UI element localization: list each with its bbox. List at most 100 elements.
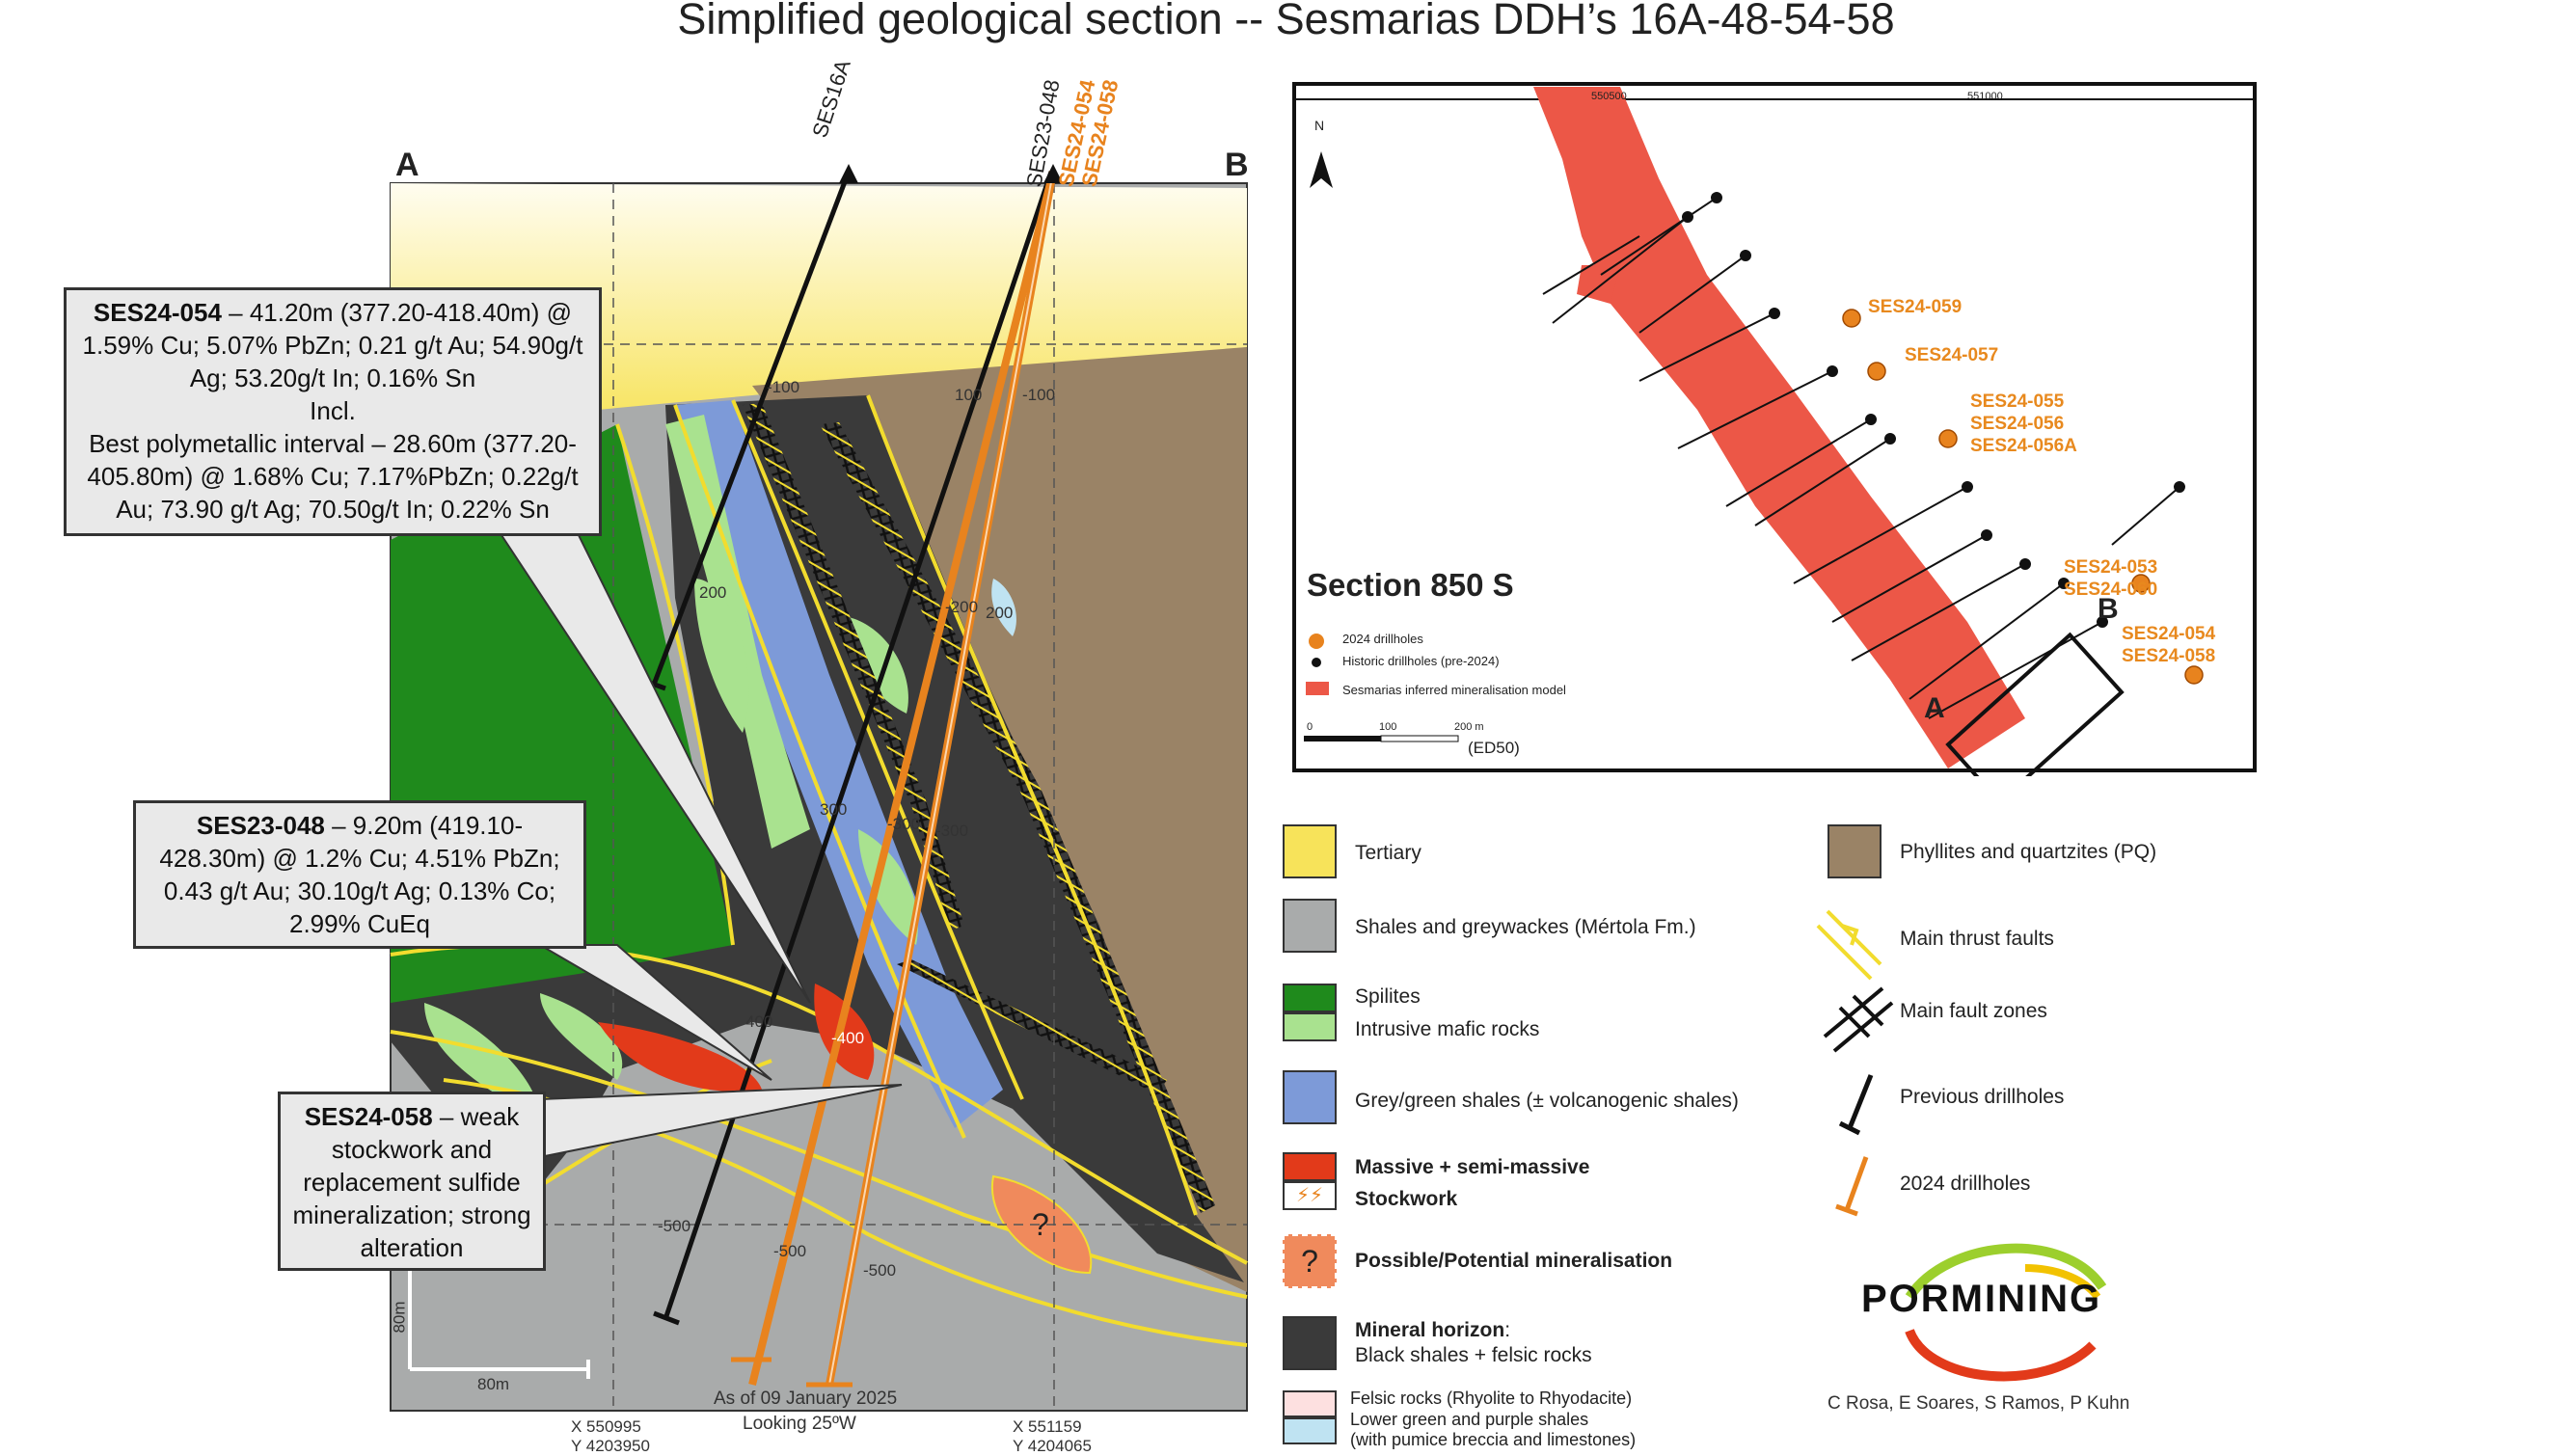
logo-arc-top-2: [2024, 1264, 2101, 1300]
legend-label-phyllites: Phyllites and quartzites (PQ): [1900, 841, 2157, 863]
logo-text: PORMINING: [1861, 1278, 2102, 1320]
legend-swatch-possible: ?: [1283, 1234, 1337, 1288]
legend-label-possible: Possible/Potential mineralisation: [1355, 1250, 1673, 1272]
depth-label: -200: [945, 598, 979, 616]
legend-label-thrust: Main thrust faults: [1900, 928, 2054, 950]
callout-hole-id: SES23-048: [196, 811, 325, 840]
map-label-ses24-056a: SES24-056A: [1970, 436, 2077, 456]
legend-label-stockwork: Stockwork: [1355, 1188, 1458, 1210]
coord-right-y: Y 4204065: [1013, 1437, 1092, 1455]
depth-label: -500: [773, 1242, 807, 1260]
thrust-fault-icon: [1816, 909, 1882, 981]
callout-ses23-048: SES23-048 – 9.20m (419.10- 428.30m) @ 1.…: [133, 800, 586, 949]
map-north-label: N: [1314, 118, 1325, 133]
pormining-logo: [1905, 1243, 2107, 1382]
map-label-ses24-053: SES24-053: [2064, 557, 2158, 578]
legend-label-shales: Shales and greywackes (Mértola Fm.): [1355, 916, 1696, 938]
legend-swatch-grey-green: [1283, 1070, 1337, 1124]
map-legend-2024: 2024 drillholes: [1342, 632, 1423, 646]
legend-label-previous: Previous drillholes: [1900, 1086, 2065, 1108]
looking-label: Looking 25ºW: [743, 1414, 856, 1434]
map-scale-0: 0: [1307, 721, 1313, 733]
depth-label: -500: [863, 1261, 897, 1280]
map-grid-x1: 550500: [1591, 91, 1627, 102]
map-legend-historic: Historic drillholes (pre-2024): [1342, 654, 1500, 668]
map-label-ses24-059: SES24-059: [1868, 297, 1963, 317]
callout-ses24-054: SES24-054 – 41.20m (377.20-418.40m) @ 1.…: [64, 287, 602, 536]
legend-label-black-shales: Black shales + felsic rocks: [1355, 1344, 1592, 1366]
drillhole-ses23-048: [663, 171, 1054, 1320]
legend-label-felsic: Felsic rocks (Rhyolite to Rhyodacite): [1350, 1389, 1633, 1408]
depth-label: 200: [986, 604, 1014, 622]
callout-ses24-058: SES24-058 – weak stockwork and replaceme…: [278, 1092, 546, 1271]
map-grid-x2: 551000: [1967, 91, 2003, 102]
north-arrow-icon: [1310, 151, 1333, 188]
massive-sulfide-lens-2: [814, 984, 875, 1080]
map-label-ses24-057: SES24-057: [1905, 345, 1999, 365]
legend-label-tertiary: Tertiary: [1355, 842, 1421, 864]
map-scale-100: 100: [1379, 721, 1397, 733]
depth-label: -300: [887, 815, 921, 833]
legend-label-spilites: Spilites: [1355, 985, 1421, 1008]
drillhole-ses24-054: [748, 171, 1057, 1386]
section-box: [1945, 632, 2125, 776]
depth-label: 300: [820, 800, 848, 819]
grey-green-shales-unit: [675, 400, 1003, 1128]
map-end-a: A: [1924, 692, 1945, 724]
map-label-ses24-056: SES24-056: [1970, 414, 2065, 434]
section-end-a: A: [395, 147, 420, 183]
legend-swatch-intrusive: [1283, 1012, 1337, 1041]
depth-label: 200: [699, 583, 727, 602]
legend-2024-dot: [1309, 634, 1324, 649]
legend-swatch-stockwork: ⚡⚡: [1283, 1181, 1337, 1210]
legend-historic-dot: [1312, 658, 1321, 667]
depth-label: -100: [1022, 386, 1056, 404]
legend-symbols: [1816, 909, 1894, 1217]
map-legend-model: Sesmarias inferred mineralisation model: [1342, 683, 1566, 697]
legend-label-fault-zones: Main fault zones: [1900, 1000, 2047, 1022]
map-end-b: B: [2098, 593, 2119, 625]
section-end-b: B: [1225, 147, 1249, 183]
map-label-ses24-055: SES24-055: [1970, 391, 2065, 412]
logo-arc-bottom: [1905, 1328, 2097, 1382]
depth-label: -300: [935, 822, 969, 840]
drillhole-ses16a: [651, 171, 852, 686]
legend-swatch-tertiary: [1283, 824, 1337, 878]
grid-lines: [391, 183, 1247, 1411]
fault-zone-1: [743, 403, 964, 930]
geological-cross-section: [390, 164, 1248, 1412]
date-label: As of 09 January 2025: [714, 1389, 898, 1409]
historic-drillholes: [1542, 192, 2185, 719]
lower-shales-unit: [991, 579, 1016, 636]
legend-label-lower-green: Lower green and purple shales: [1350, 1410, 1589, 1429]
map-scale-bar: [1304, 735, 1459, 742]
2024-drillholes: [731, 171, 1057, 1388]
fault-zone-2: [820, 422, 1215, 1213]
coord-left-x: X 550995: [571, 1417, 641, 1436]
depth-label: 400: [745, 1012, 773, 1031]
location-map: [1292, 82, 2257, 776]
page-title: Simplified geological section -- Sesmari…: [677, 0, 1895, 43]
map-scale-200: 200 m: [1454, 721, 1484, 733]
legend-label-massive: Massive + semi-massive: [1355, 1156, 1590, 1178]
legend-label-grey-green: Grey/green shales (± volcanogenic shales…: [1355, 1090, 1739, 1112]
legend-swatch-phyllites: [1827, 824, 1882, 878]
previous-drillhole-icon: [1838, 1074, 1874, 1136]
mineralisation-model: [1533, 87, 2025, 768]
collar-ses16a: [839, 164, 858, 183]
legend-swatch-mineral-horizon: [1283, 1316, 1337, 1370]
depth-label: -500: [658, 1217, 691, 1235]
legend-label-mineral-horizon: Mineral horizon:: [1355, 1319, 1511, 1341]
logo-authors: C Rosa, E Soares, S Ramos, P Kuhn: [1827, 1393, 2130, 1414]
legend-label-2024: 2024 drillholes: [1900, 1173, 2031, 1195]
legend-swatch-spilites: [1283, 984, 1337, 1012]
legend-swatch-felsic: [1283, 1390, 1337, 1417]
possible-question-mark: ?: [1032, 1207, 1049, 1242]
fault-zone-3: [897, 959, 1167, 1094]
depth-label: -400: [831, 1029, 865, 1047]
map-section-label: Section 850 S: [1307, 567, 1514, 603]
map-label-ses24-058: SES24-058: [2122, 646, 2216, 666]
intrusive-unit-2: [694, 579, 749, 733]
intrusive-unit-4: [858, 829, 918, 945]
massive-sulfide-lens-1: [598, 1022, 762, 1092]
